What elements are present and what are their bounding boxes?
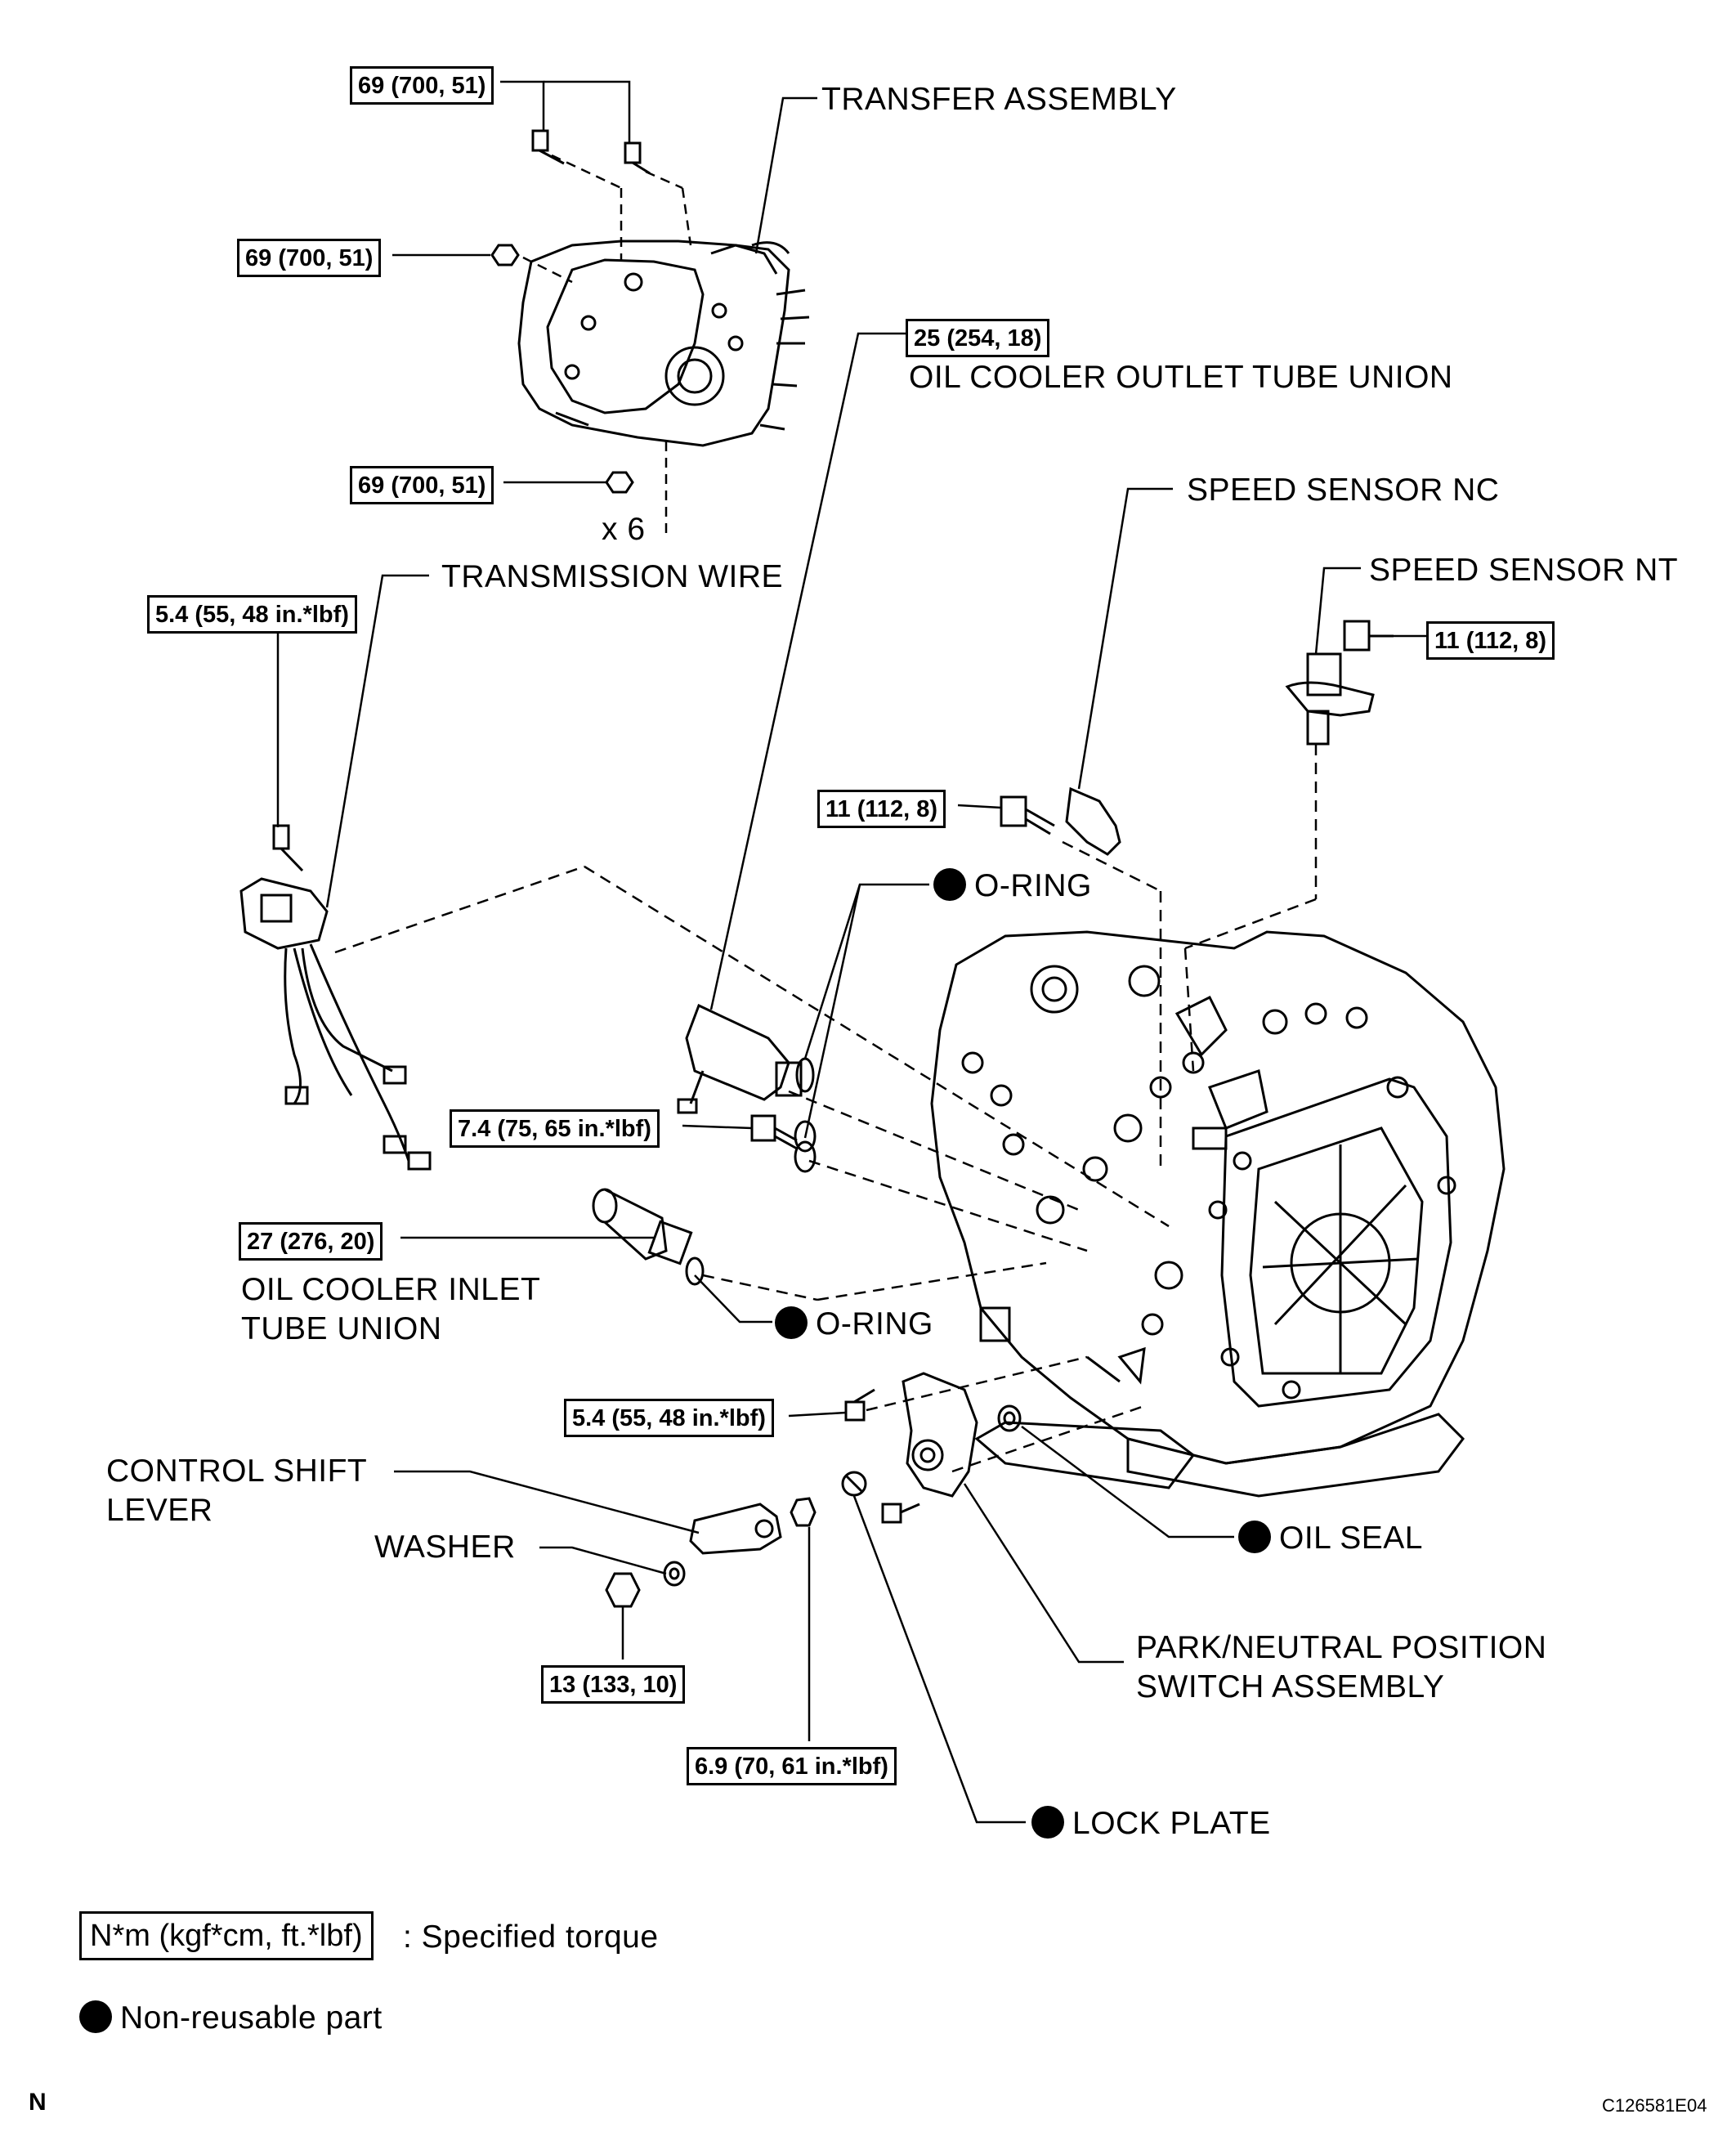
nonreusable-marker-icon (79, 2000, 112, 2033)
nonreusable-marker-icon (775, 1306, 808, 1339)
torque-inlet-union: 27 (276, 20) (239, 1222, 383, 1261)
footer-figure-code: C126581E04 (1602, 2095, 1707, 2116)
label-inlet-union-line2: TUBE UNION (241, 1311, 442, 1346)
label-quantity: x 6 (602, 512, 646, 547)
legend-torque-text: : Specified torque (403, 1919, 659, 1955)
label-speed-sensor-nc: SPEED SENSOR NC (1187, 473, 1500, 508)
transmission-wire-drawing (239, 824, 432, 1171)
torque-speed-nc-bolt: 11 (112, 8) (817, 790, 946, 828)
label-pnp-line2: SWITCH ASSEMBLY (1136, 1669, 1445, 1704)
torque-pnp-bolt: 5.4 (55, 48 in.*lbf) (564, 1399, 774, 1437)
label-lock-plate: LOCK PLATE (1031, 1806, 1271, 1839)
torque-transfer-top: 69 (700, 51) (350, 66, 494, 105)
control-lever-drawing (605, 1503, 782, 1608)
label-transfer-assembly: TRANSFER ASSEMBLY (821, 82, 1177, 117)
outlet-union-drawing (677, 1003, 817, 1173)
nonreusable-marker-icon (1238, 1521, 1271, 1553)
label-inlet-union-line1: OIL COOLER INLET (241, 1272, 541, 1307)
inlet-union-drawing (592, 1188, 705, 1286)
cooler-bolt-drawing (750, 1114, 798, 1150)
speed-sensor-nt-drawing (1285, 620, 1394, 746)
label-control-lever-line1: CONTROL SHIFT (106, 1453, 368, 1489)
torque-switch-nut: 6.9 (70, 61 in.*lbf) (687, 1747, 897, 1785)
torque-cooler-bolt: 7.4 (75, 65 in.*lbf) (450, 1109, 660, 1148)
speed-sensor-nc-drawing (1000, 786, 1121, 856)
label-o-ring-lower: O-RING (775, 1306, 933, 1340)
label-oil-seal: OIL SEAL (1238, 1521, 1423, 1554)
torque-outlet-union: 25 (254, 18) (906, 319, 1050, 357)
nonreusable-marker-icon (1031, 1806, 1064, 1839)
legend-nonreusable: Non-reusable part (79, 2000, 383, 2034)
label-speed-sensor-nt: SPEED SENSOR NT (1369, 553, 1679, 588)
label-washer: WASHER (374, 1530, 516, 1565)
transfer-fasteners (490, 129, 651, 494)
transfer-assembly-drawing (517, 240, 810, 447)
legend-torque-unit: N*m (kgf*cm, ft.*lbf) (79, 1911, 374, 1960)
label-control-lever-line2: LEVER (106, 1493, 213, 1528)
torque-lever-nut: 13 (133, 10) (541, 1665, 686, 1704)
footer-left-code: N (29, 2089, 47, 2116)
torque-transfer-bottom: 69 (700, 51) (350, 466, 494, 504)
transaxle-case-drawing (930, 930, 1506, 1498)
torque-transfer-mid: 69 (700, 51) (237, 239, 382, 277)
label-transmission-wire: TRANSMISSION WIRE (441, 559, 784, 594)
torque-trans-wire-bolt: 5.4 (55, 48 in.*lbf) (147, 595, 357, 634)
nonreusable-marker-icon (933, 868, 966, 901)
label-o-ring-upper: O-RING (933, 868, 1092, 902)
torque-speed-nt-bolt: 11 (112, 8) (1426, 621, 1555, 660)
label-outlet-union: OIL COOLER OUTLET TUBE UNION (909, 360, 1453, 395)
pnp-switch-drawing (790, 1372, 1022, 1527)
label-pnp-line1: PARK/NEUTRAL POSITION (1136, 1630, 1547, 1665)
